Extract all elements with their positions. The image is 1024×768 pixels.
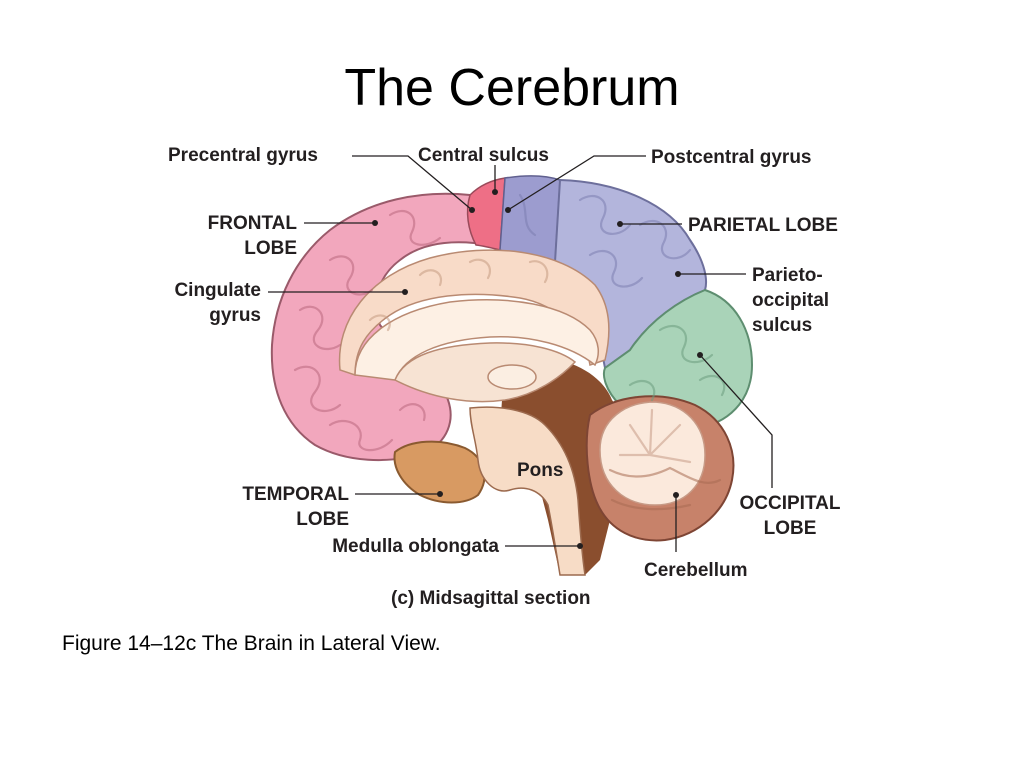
label-medulla: Medulla oblongata [332,536,499,557]
leader-central-sulcus-dot [492,189,498,195]
leader-precentral-dot [469,207,475,213]
temporal-lobe-shape [393,440,486,504]
diagram-labels: Precentral gyrus Central sulcus Postcent… [168,145,841,609]
label-precentral-gyrus: Precentral gyrus [168,145,318,166]
label-parieto-line3: sulcus [752,315,812,336]
gyri-texture [293,193,726,511]
leader-medulla-dot [577,543,583,549]
label-frontal-lobe-line2: LOBE [244,238,297,259]
leader-temporal-dot [437,491,443,497]
figure-caption: Figure 14–12c The Brain in Lateral View. [62,632,441,655]
label-parietal-lobe: PARIETAL LOBE [688,215,838,236]
label-section: (c) Midsagittal section [391,588,591,609]
postcentral-gyrus-shape [499,175,561,263]
brain-illustration [270,175,754,576]
precentral-gyrus-shape [466,177,506,251]
label-occipital-line1: OCCIPITAL [740,493,841,514]
slide-title: The Cerebrum [344,59,680,117]
leader-cingulate-dot [402,289,408,295]
label-pons: Pons [517,460,563,481]
thalamus-shape [394,342,577,403]
label-central-sulcus: Central sulcus [418,145,549,166]
label-postcentral-gyrus: Postcentral gyrus [651,147,812,168]
label-frontal-lobe-line1: FRONTAL [208,213,298,234]
label-parieto-line2: occipital [752,290,829,311]
label-cingulate-line1: Cingulate [174,280,261,301]
leader-precentral [352,155,473,211]
leader-frontal-dot [372,220,378,226]
leader-postcentral [507,155,646,211]
leader-parietal-dot [617,221,623,227]
label-occipital-line2: LOBE [764,518,817,539]
leader-cerebellum-dot [673,492,679,498]
leader-lines [268,155,773,552]
corpus-callosum-shape [354,299,600,381]
leader-occipital-dot [697,352,703,358]
cingulate-gyrus-shape [338,249,610,377]
label-parieto-line1: Parieto- [752,265,823,286]
label-cingulate-line2: gyrus [209,305,261,326]
leader-parieto-occipital-dot [675,271,681,277]
intermediate-mass [487,364,537,390]
label-temporal-line2: LOBE [296,509,349,530]
label-cerebellum: Cerebellum [644,560,747,581]
label-temporal-line1: TEMPORAL [242,484,349,505]
leader-postcentral-dot [505,207,511,213]
brainstem-shape [469,406,586,576]
leader-occipital [699,354,773,488]
